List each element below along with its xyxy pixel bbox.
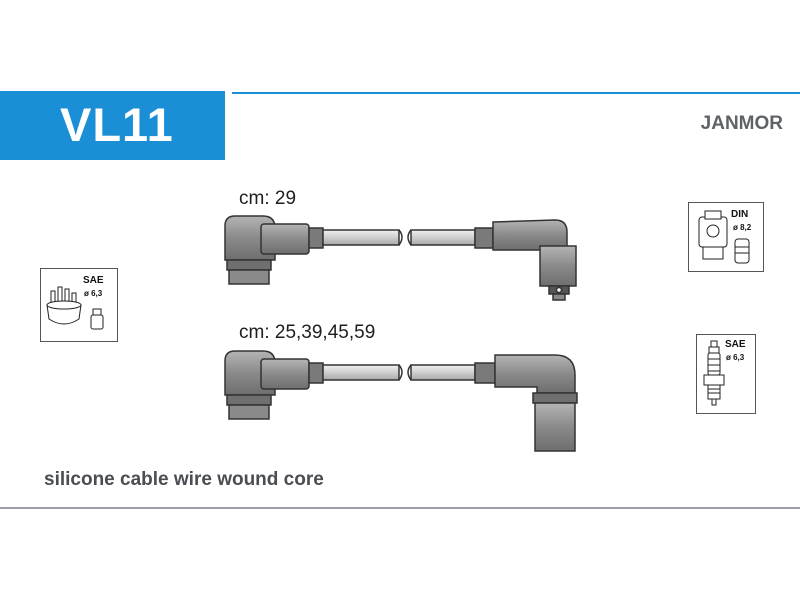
footer-divider	[0, 507, 800, 509]
spark-plug-diameter: ø 6,3	[726, 353, 745, 362]
left-boot	[224, 215, 324, 285]
right-boot	[474, 219, 577, 301]
header-divider	[232, 92, 800, 94]
coil-diameter: ø 8,2	[733, 223, 752, 232]
ignition-cable-2	[224, 350, 578, 452]
distributor-standard: SAE	[83, 275, 104, 286]
distributor-cap-box: SAE ø 6,3	[40, 268, 118, 342]
left-boot	[224, 350, 324, 420]
cable-1-length-label: cm: 29	[239, 188, 297, 209]
ignition-cable-1	[224, 215, 577, 301]
cable-description: silicone cable wire wound core	[44, 469, 324, 490]
spark-plug-icon: SAE ø 6,3	[703, 339, 746, 406]
spark-plug-standard: SAE	[725, 339, 746, 350]
ignition-coil-icon: DIN ø 8,2	[698, 209, 752, 264]
spark-plug-box: SAE ø 6,3	[696, 334, 756, 414]
distributor-cap-icon: SAE ø 6,3	[46, 275, 104, 330]
coil-standard: DIN	[731, 209, 748, 220]
distributor-diameter: ø 6,3	[84, 289, 103, 298]
right-boot	[474, 354, 578, 452]
cable-2-length-label: cm: 25,39,45,59	[239, 322, 376, 343]
coil-box: DIN ø 8,2	[688, 202, 764, 272]
part-number-banner: VL11	[0, 91, 225, 160]
part-number: VL11	[60, 98, 174, 151]
brand-name: JANMOR	[700, 113, 783, 134]
